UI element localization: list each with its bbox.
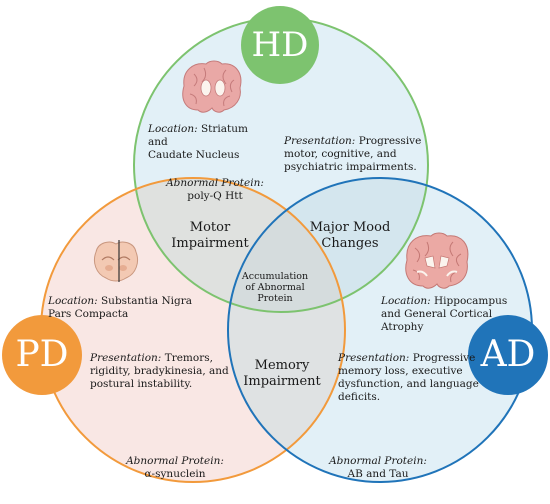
overlap-hd-ad-line1: Major Mood	[309, 220, 391, 235]
midbrain-section-icon	[93, 240, 139, 282]
hd-badge: HD	[241, 6, 319, 84]
overlap-all-line2: of Abnormal	[245, 282, 305, 293]
pd-presentation-line3: postural instability.	[90, 378, 193, 390]
ad-presentation-line4: deficits.	[338, 391, 381, 403]
pd-location-label: Location:	[48, 295, 98, 307]
pd-protein-value: α-synuclein	[144, 468, 206, 480]
overlap-hd-ad-line2: Changes	[321, 236, 379, 251]
ad-badge: AD	[468, 315, 548, 395]
ad-location: Location: Hippocampus and General Cortic…	[381, 295, 521, 334]
hd-protein: Abnormal Protein: poly-Q Htt	[160, 177, 270, 203]
pd-presentation-line2: rigidity, bradykinesia, and	[90, 365, 229, 377]
overlap-pd-ad: Memory Impairment	[232, 358, 332, 390]
hd-location: Location: Striatum and Caudate Nucleus	[148, 123, 268, 162]
pd-badge-label: PD	[15, 334, 69, 375]
overlap-hd-pd: Motor Impairment	[160, 220, 260, 252]
pd-badge: PD	[2, 315, 82, 395]
pd-location: Location: Substantia Nigra Pars Compacta	[48, 295, 198, 321]
ad-presentation-line1: Progressive	[412, 352, 476, 364]
hd-badge-label: HD	[251, 25, 309, 65]
hd-presentation: Presentation: Progressive motor, cogniti…	[284, 135, 424, 174]
pd-presentation-label: Presentation:	[90, 352, 162, 364]
hd-protein-value: poly-Q Htt	[187, 190, 243, 202]
overlap-all-line1: Accumulation	[241, 271, 309, 282]
hd-location-line1: Striatum and	[148, 123, 248, 148]
pd-protein: Abnormal Protein: α-synuclein	[120, 455, 230, 481]
hd-presentation-label: Presentation:	[284, 135, 356, 147]
pd-protein-label: Abnormal Protein:	[126, 455, 224, 467]
overlap-pd-ad-line2: Impairment	[243, 374, 321, 389]
ad-protein-value: AB and Tau	[347, 468, 409, 480]
pd-presentation: Presentation: Tremors, rigidity, bradyki…	[90, 352, 230, 391]
overlap-all: Accumulation of Abnormal Protein	[235, 271, 315, 304]
ad-location-line1: Hippocampus	[433, 295, 508, 307]
hd-location-line2: Caudate Nucleus	[148, 149, 240, 161]
hd-presentation-line1: Progressive	[358, 135, 422, 147]
ad-presentation-line2: memory loss, executive	[338, 365, 463, 377]
hd-presentation-line2: motor, cognitive, and	[284, 148, 397, 160]
ad-badge-label: AD	[480, 334, 536, 375]
ad-presentation: Presentation: Progressive memory loss, e…	[338, 352, 483, 404]
hd-protein-label: Abnormal Protein:	[166, 177, 264, 189]
brain-coronal-atrophy-icon	[405, 232, 469, 289]
ad-protein: Abnormal Protein: AB and Tau	[323, 455, 433, 481]
overlap-hd-pd-line1: Motor	[189, 220, 231, 235]
ad-location-label: Location:	[381, 295, 431, 307]
ad-presentation-label: Presentation:	[338, 352, 410, 364]
overlap-pd-ad-line1: Memory	[254, 358, 310, 373]
ad-location-line2: and General Cortical	[381, 308, 493, 320]
ad-location-line3: Atrophy	[381, 321, 424, 333]
ad-presentation-line3: dysfunction, and language	[338, 378, 479, 390]
overlap-hd-pd-line2: Impairment	[171, 236, 249, 251]
hd-location-label: Location:	[148, 123, 198, 135]
overlap-all-line3: Protein	[257, 293, 293, 304]
center-overlap	[228, 178, 345, 312]
pd-location-line2: Pars Compacta	[48, 308, 129, 320]
pd-location-line1: Substantia Nigra	[100, 295, 193, 307]
overlap-hd-ad: Major Mood Changes	[300, 220, 400, 252]
hd-presentation-line3: psychiatric impairments.	[284, 161, 417, 173]
pd-presentation-line1: Tremors,	[164, 352, 213, 364]
ad-protein-label: Abnormal Protein:	[329, 455, 427, 467]
brain-coronal-icon	[182, 60, 242, 113]
